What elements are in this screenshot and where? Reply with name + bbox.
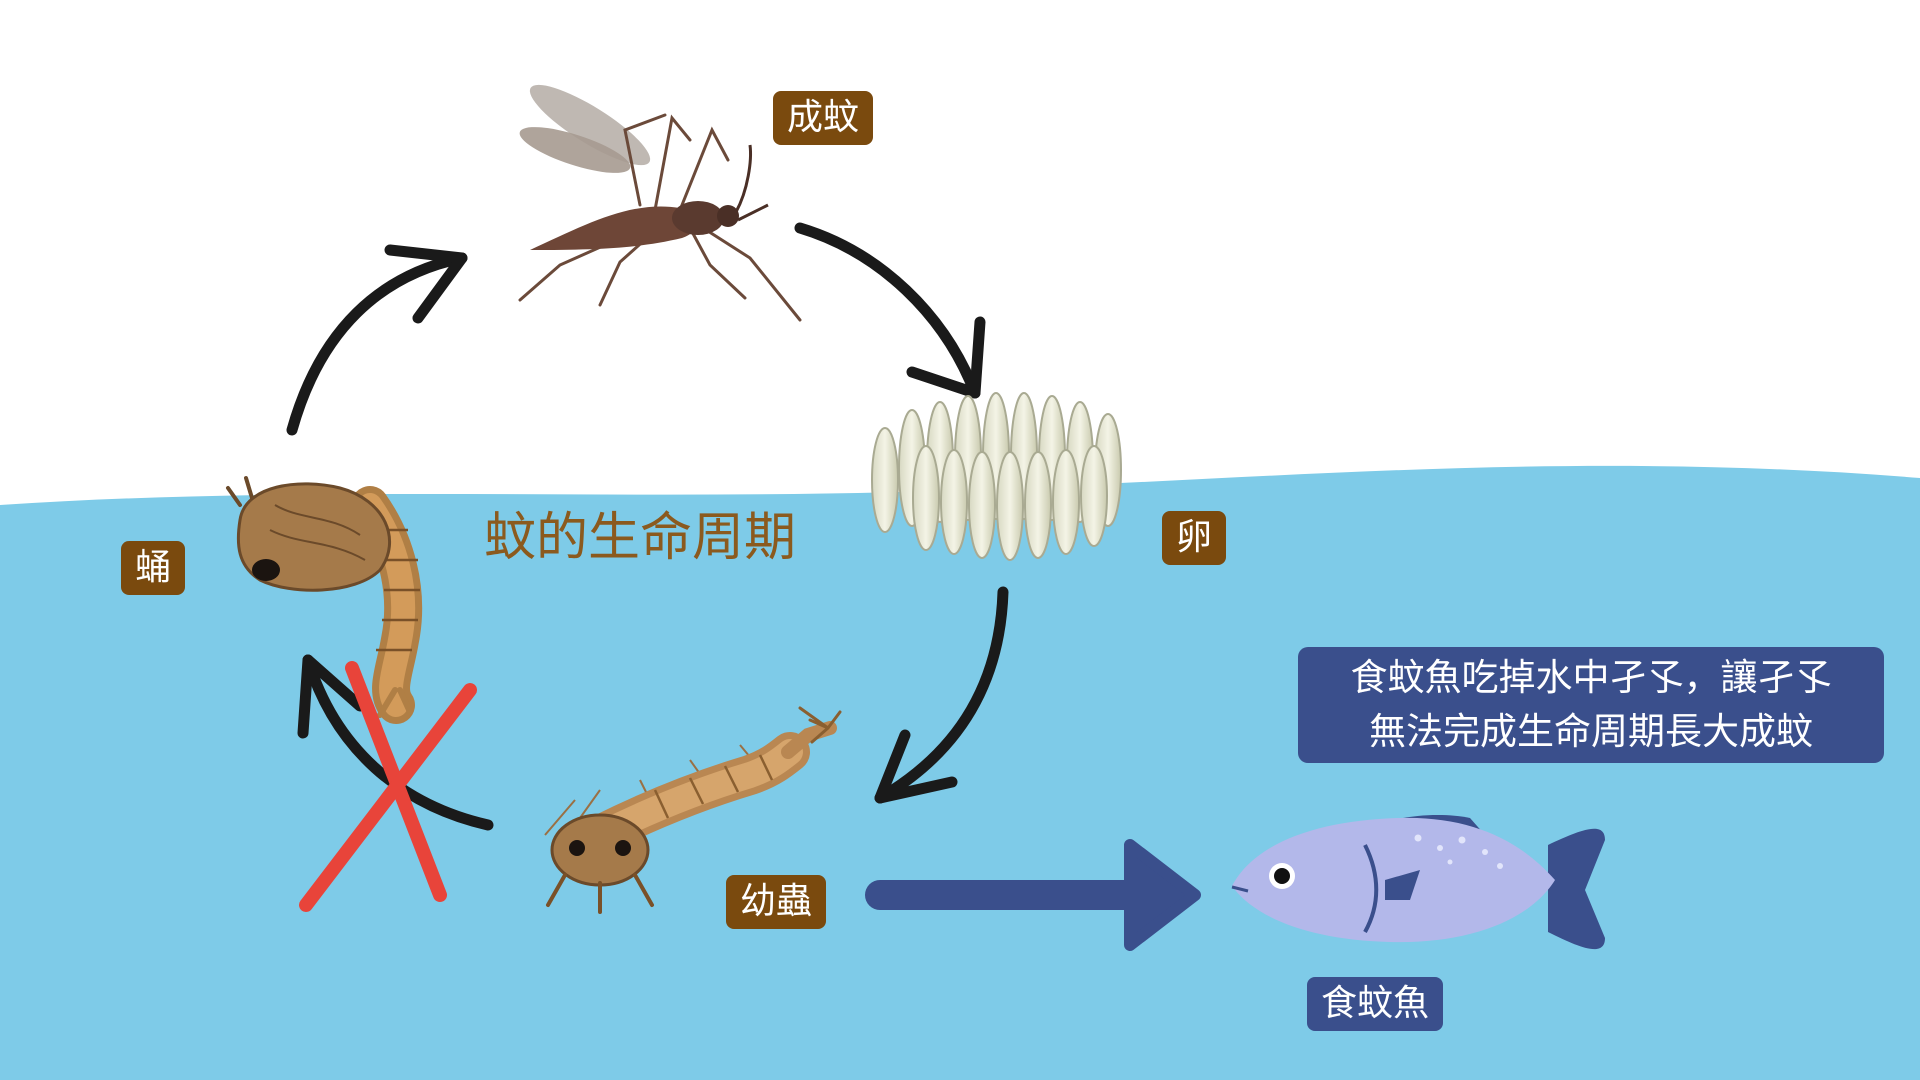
predator-label: 食蚊魚 bbox=[1307, 977, 1444, 1031]
arrow-pupa-to-adult bbox=[286, 244, 468, 436]
note-line-2: 無法完成生命周期長大成蚊 bbox=[1369, 710, 1813, 753]
note-line-1: 食蚊魚吃掉水中孑孓，讓孑孓 bbox=[1350, 656, 1832, 699]
egg-raft-icon bbox=[871, 392, 1122, 561]
arrow-larva-to-pupa bbox=[297, 654, 494, 831]
stage-label-egg: 卵 bbox=[1162, 511, 1227, 565]
pupa-icon bbox=[226, 476, 423, 724]
stage-label-larva: 幼蟲 bbox=[726, 875, 827, 929]
stage-label-adult: 成蚊 bbox=[773, 91, 874, 145]
cross-mark-icon bbox=[299, 661, 477, 912]
diagram-title: 蚊的生命周期 bbox=[484, 508, 797, 568]
arrow-adult-to-egg bbox=[794, 222, 986, 399]
explanation-note: 食蚊魚吃掉水中孑孓，讓孑孓 無法完成生命周期長大成蚊 bbox=[1298, 647, 1884, 763]
mosquito-icon bbox=[518, 84, 802, 322]
arrow-egg-to-larva bbox=[874, 586, 1009, 804]
stage-label-pupa: 蛹 bbox=[121, 541, 186, 595]
predator-arrow bbox=[865, 839, 1201, 951]
larva-icon bbox=[544, 706, 842, 914]
fish-icon bbox=[1231, 815, 1605, 950]
cycle-arrows bbox=[286, 222, 1009, 831]
